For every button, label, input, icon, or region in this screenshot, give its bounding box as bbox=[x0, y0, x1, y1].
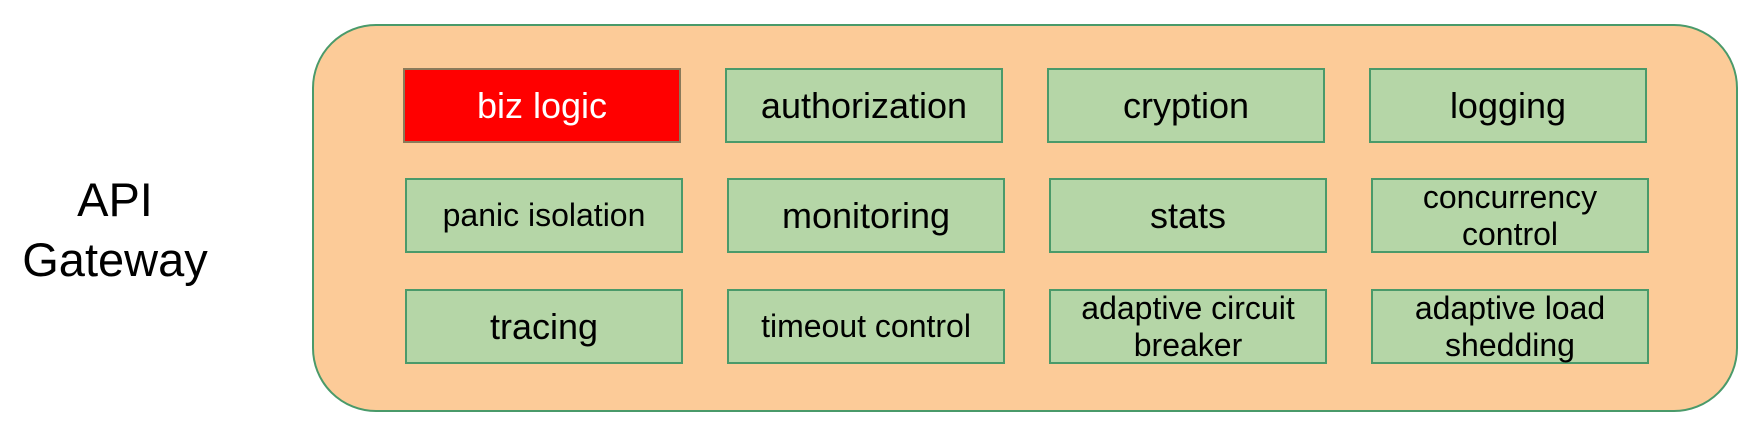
module-tracing: tracing bbox=[405, 289, 683, 364]
module-concurrency-control: concurrency control bbox=[1371, 178, 1649, 253]
module-adaptive-circuit-breaker: adaptive circuit breaker bbox=[1049, 289, 1327, 364]
module-logging: logging bbox=[1369, 68, 1647, 143]
module-authorization: authorization bbox=[725, 68, 1003, 143]
module-stats: stats bbox=[1049, 178, 1327, 253]
module-panic-isolation: panic isolation bbox=[405, 178, 683, 253]
api-gateway-label-line1: API bbox=[77, 173, 153, 226]
api-gateway-label: API Gateway bbox=[0, 170, 230, 290]
module-biz-logic: biz logic bbox=[403, 68, 681, 143]
module-cryption: cryption bbox=[1047, 68, 1325, 143]
api-gateway-label-line2: Gateway bbox=[22, 233, 208, 286]
module-adaptive-load-shedding: adaptive load shedding bbox=[1371, 289, 1649, 364]
module-timeout-control: timeout control bbox=[727, 289, 1005, 364]
module-monitoring: monitoring bbox=[727, 178, 1005, 253]
